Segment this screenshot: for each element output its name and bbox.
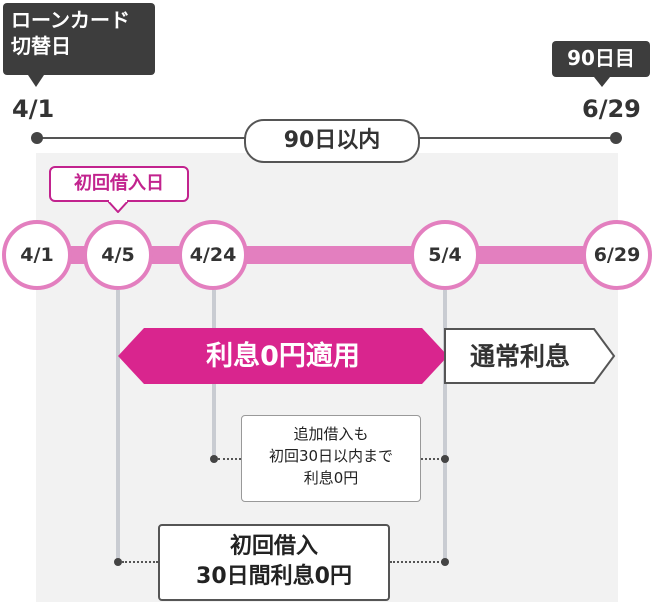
guide-line-4-5 bbox=[116, 290, 120, 565]
zero-interest-arrow: 利息0円適用 bbox=[118, 328, 448, 384]
connector-dot-5-4-big bbox=[441, 558, 449, 566]
normal-interest-arrow: 通常利息 bbox=[444, 328, 616, 384]
node-4-1: 4/1 bbox=[2, 220, 72, 290]
zero-interest-label: 利息0円適用 bbox=[206, 340, 360, 372]
normal-interest-label: 通常利息 bbox=[470, 342, 570, 371]
connector-dot-5-4-mid bbox=[441, 455, 449, 463]
top-start-dot bbox=[31, 132, 43, 144]
top-start-date: 4/1 bbox=[12, 95, 55, 123]
connector-right-big bbox=[390, 561, 443, 563]
guide-line-5-4 bbox=[443, 290, 447, 565]
additional-borrow-note: 追加借入も 初回30日以内まで 利息0円 bbox=[241, 415, 421, 502]
card-switch-callout-pointer bbox=[28, 75, 44, 87]
card-switch-callout: ローンカード 切替日 bbox=[3, 3, 155, 75]
node-6-29: 6/29 bbox=[582, 220, 652, 290]
day90-callout: 90日目 bbox=[552, 41, 650, 77]
day90-callout-pointer bbox=[594, 77, 610, 87]
connector-dot-4-5 bbox=[114, 558, 122, 566]
top-end-date: 6/29 bbox=[582, 95, 641, 123]
connector-right-mid bbox=[421, 458, 443, 460]
node-4-24: 4/24 bbox=[178, 220, 248, 290]
connector-left-mid bbox=[218, 458, 241, 460]
top-end-dot bbox=[610, 132, 622, 144]
first-borrow-callout-pointer bbox=[108, 199, 128, 213]
first-loan-note: 初回借入 30日間利息0円 bbox=[158, 524, 390, 601]
node-5-4: 5/4 bbox=[410, 220, 480, 290]
first-borrow-callout: 初回借入日 bbox=[49, 166, 189, 202]
node-4-5: 4/5 bbox=[83, 220, 153, 290]
range-label-90days: 90日以内 bbox=[244, 119, 420, 163]
connector-left-big bbox=[122, 561, 158, 563]
connector-dot-4-24 bbox=[210, 455, 218, 463]
